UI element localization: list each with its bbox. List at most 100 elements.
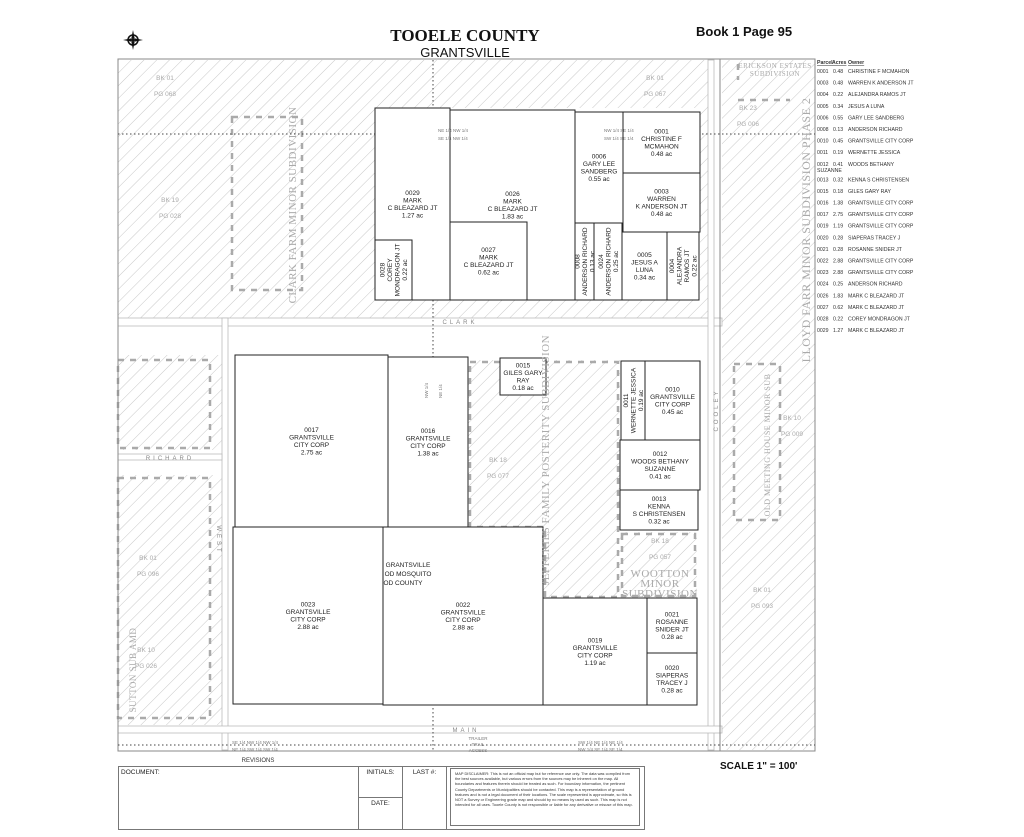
list-parcel-id: 0008 (817, 127, 829, 133)
book-label: BK 01 (646, 75, 664, 82)
list-acres: 0.18 (833, 189, 843, 195)
parcel-label-line: CITY CORP (445, 617, 480, 624)
list-owner: SIAPERAS TRACEY J (848, 235, 901, 241)
list-owner: ANDERSON RICHARD (848, 127, 903, 133)
quarter-label: SW 1/4 NE 1/4 NE 1/4 (578, 740, 623, 745)
compass-rose-icon (123, 30, 143, 50)
parcel-0011[interactable]: 0011WERNETTE JESSICA0.19 ac (620, 360, 646, 441)
parcel-label-line: 0020 (665, 665, 680, 672)
parcel-label-line: 0004 (669, 258, 676, 273)
initials-field[interactable]: INITIALS: (359, 767, 403, 798)
list-parcel-id: 0010 (817, 139, 829, 145)
page-label: PG 068 (154, 91, 176, 98)
last-number-field[interactable]: LAST #: (403, 767, 447, 829)
road-label-west: WEST (215, 525, 221, 554)
list-acres: 0.28 (833, 235, 843, 241)
list-parcel-id: 0023 (817, 270, 829, 276)
parcel-0028[interactable]: 0028COREYMONDRAGON JT0.22 ac (374, 239, 413, 301)
book-label: BK 23 (739, 105, 757, 112)
list-parcel-id: 0001 (817, 69, 829, 75)
map-frame (117, 58, 816, 752)
parcel-label: 0008ANDERSON RICHARD0.13 ac (574, 227, 596, 296)
parcel-label-line: WARREN (647, 196, 676, 203)
subdivision-label-wootton-2: MINOR (640, 578, 679, 590)
parcel-boundary (622, 111, 701, 174)
parcel-0024[interactable]: 0024ANDERSON RICHARD0.25 ac (593, 222, 623, 301)
parcel-label-line: CHRISTINE F (641, 136, 682, 143)
parcel-0004[interactable]: 0004ALEJANDRARAMOS JT0.22 ac (666, 231, 700, 301)
list-owner: ANDERSON RICHARD (848, 282, 903, 288)
road-label-trail: TRAIL (472, 742, 485, 747)
parcel-label-line: 0021 (665, 612, 680, 619)
parcel-label-line: 0013 (652, 496, 667, 503)
parcel-0008[interactable]: 0008ANDERSON RICHARD0.13 ac (574, 222, 596, 301)
subdivision-label-erickson-2: SUBDIVISION (750, 70, 800, 78)
parcel-label-line: RAMOS JT (684, 250, 691, 283)
quarter-label: NE 1/4 SW 1/4 SW 1/4 (232, 747, 278, 752)
map-title: TOOELE COUNTY GRANTSVILLE (340, 26, 590, 60)
parcel-label-line: 0.22 ac (692, 255, 699, 277)
parcel-label-line: GILES GARY (503, 370, 543, 377)
parcel-label-line: KENNA (648, 504, 671, 511)
parcel-label: 0024ANDERSON RICHARD0.25 ac (598, 227, 620, 296)
quarter-label: NE 1/4 (438, 384, 443, 398)
list-acres: 0.19 (833, 150, 843, 156)
list-owner: GARY LEE SANDBERG (848, 115, 904, 121)
parcel-label-line: ANDERSON RICHARD (605, 227, 612, 296)
date-field[interactable]: DATE: (359, 798, 403, 829)
parcel-label-line: 0.18 ac (512, 385, 534, 392)
parcel-label-line: 1.19 ac (584, 660, 606, 667)
list-parcel-id: 0020 (817, 235, 829, 241)
list-parcel-id: 0012 (817, 162, 829, 168)
parcel-label-line: 0.62 ac (478, 270, 500, 277)
list-parcel-id: 0005 (817, 104, 829, 110)
list-acres: 1.19 (833, 224, 843, 230)
parcel-label-line: COREY (387, 258, 394, 282)
parcel-label-line: 0022 (456, 602, 471, 609)
parcel-label-line: 0.34 ac (634, 275, 656, 282)
parcel-label-line: 0.41 ac (649, 474, 671, 481)
map-disclaimer: MAP DISCLAIMER: This is not an official … (450, 768, 640, 826)
list-parcel-id: 0029 (817, 328, 829, 334)
parcel-label-line: CITY CORP (410, 443, 445, 450)
list-acres: 0.62 (833, 305, 843, 311)
subdivision-label-jefferies: JEFFERIES FAMILY POSTERITY SUBDIVISION (540, 335, 552, 585)
road-label-cooley: COOLEY (714, 388, 720, 431)
parcel-label-line: 0011 (623, 393, 630, 407)
road-label-richard: RICHARD (146, 456, 194, 462)
document-field[interactable]: DOCUMENT: (119, 767, 359, 829)
parcel-label-line: C BLEAZARD JT (488, 206, 538, 213)
list-acres: 1.38 (833, 201, 843, 207)
page-label: PG 057 (649, 554, 671, 561)
quarter-label: SW 1/4 SE 1/4 (604, 136, 634, 141)
list-parcel-id: 0017 (817, 212, 829, 218)
list-owner: WERNETTE JESSICA (848, 150, 901, 156)
page-label: PG 096 (137, 571, 159, 578)
county-name: TOOELE COUNTY (390, 26, 540, 45)
